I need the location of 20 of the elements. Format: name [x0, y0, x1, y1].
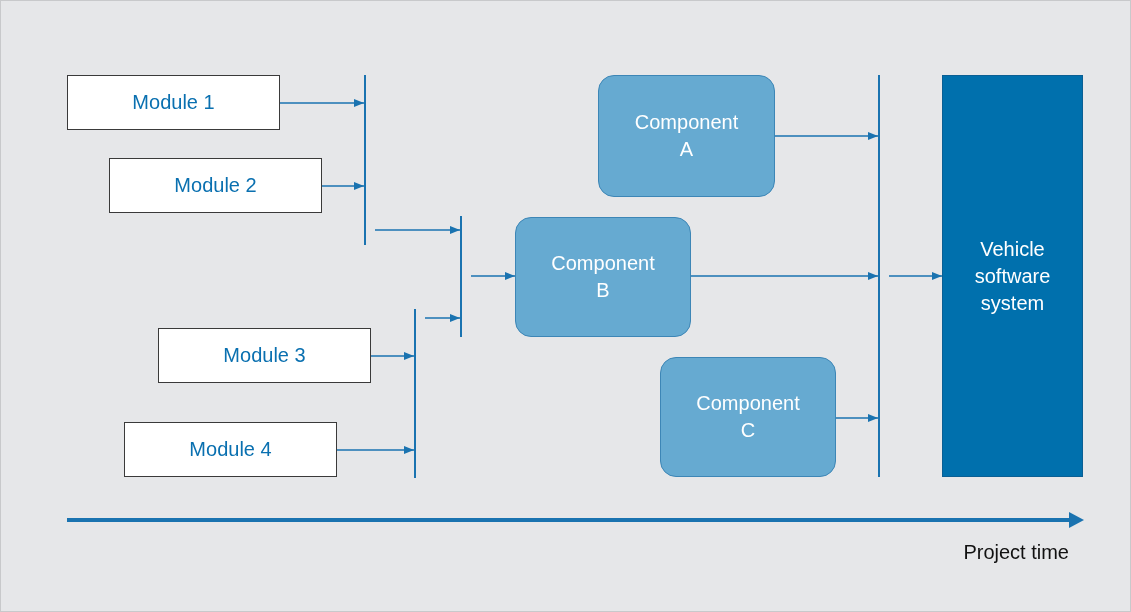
module-box: Module 2 [109, 158, 322, 213]
arrow [279, 98, 365, 108]
arrow [374, 225, 461, 235]
component-box: Component B [515, 217, 691, 337]
system-box: Vehicle software system [942, 75, 1083, 477]
arrow [424, 313, 461, 323]
module-box: Module 4 [124, 422, 337, 477]
arrow [774, 131, 879, 141]
module-box: Module 1 [67, 75, 280, 130]
module-box: Module 3 [158, 328, 371, 383]
arrow [690, 271, 879, 281]
component-box: Component A [598, 75, 775, 197]
arrow [470, 271, 516, 281]
component-box: Component C [660, 357, 836, 477]
arrow [835, 413, 879, 423]
arrow [370, 351, 415, 361]
arrow [336, 445, 415, 455]
arrow [888, 271, 943, 281]
axis-label: Project time [962, 541, 1069, 564]
arrow [321, 181, 365, 191]
